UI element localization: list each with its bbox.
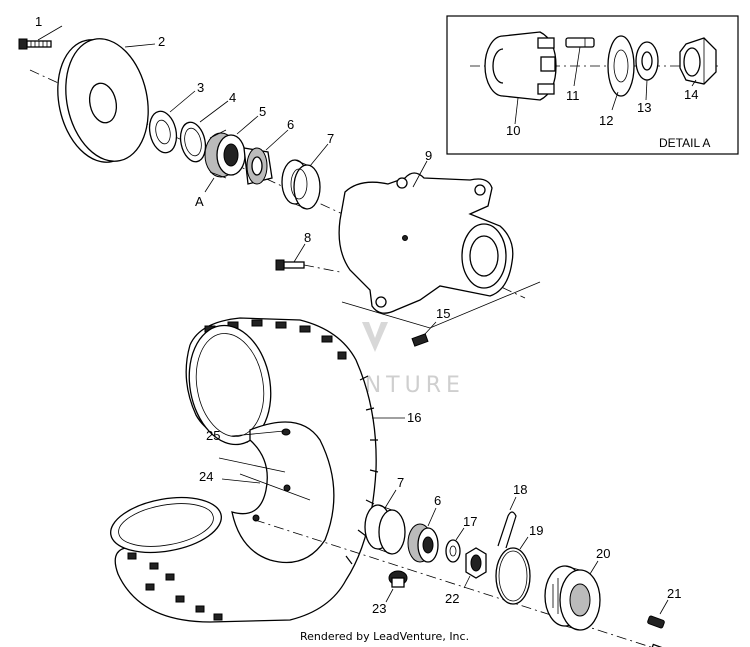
detail-a-title: DETAIL A xyxy=(659,136,710,150)
part-21-screw xyxy=(647,615,665,647)
part-2-brake-disc xyxy=(57,38,149,163)
callout-4: 4 xyxy=(229,90,236,105)
callout-20: 20 xyxy=(596,546,610,561)
callout-25: 25 xyxy=(206,428,220,443)
callout-19: 19 xyxy=(529,523,543,538)
callout-6-lower: 6 xyxy=(434,493,441,508)
part-3-seal xyxy=(148,110,178,154)
part-10-hub xyxy=(484,31,557,101)
axis-lower xyxy=(254,519,652,647)
part-12-disk xyxy=(607,35,635,97)
part-4-ring xyxy=(179,121,207,163)
callout-1: 1 xyxy=(35,14,42,29)
part-19-o-ring xyxy=(495,547,531,605)
part-15-fitting xyxy=(411,333,429,347)
part-1-bolt xyxy=(18,38,52,50)
part-5-hub xyxy=(204,129,246,179)
part-17-washer xyxy=(445,539,461,563)
callout-5: 5 xyxy=(259,104,266,119)
callout-7-upper: 7 xyxy=(327,131,334,146)
part-7-race-upper xyxy=(281,159,321,210)
callout-13: 13 xyxy=(637,100,651,115)
callout-3: 3 xyxy=(197,80,204,95)
callout-10: 10 xyxy=(506,123,520,138)
part-6-bearing-upper xyxy=(243,147,273,185)
part-14-nut xyxy=(679,37,717,85)
part-8-bolt xyxy=(275,259,305,271)
part-6-bearing-lower xyxy=(407,523,439,563)
part-18-cotter-pin xyxy=(497,511,517,549)
callout-7-lower: 7 xyxy=(397,475,404,490)
callout-17: 17 xyxy=(463,514,477,529)
callout-21: 21 xyxy=(667,586,681,601)
callout-14: 14 xyxy=(684,87,698,102)
footer-credit: Rendered by LeadVenture, Inc. xyxy=(300,630,469,643)
part-20-hub-cap xyxy=(544,565,601,631)
wheel-rim-inner-ring xyxy=(110,496,222,554)
part-7-race-lower xyxy=(364,504,406,555)
callout-23: 23 xyxy=(372,601,386,616)
callout-8: 8 xyxy=(304,230,311,245)
callout-15: 15 xyxy=(436,306,450,321)
part-11-pin xyxy=(565,37,595,48)
part-23-valve-stem xyxy=(388,570,408,588)
part-13-spacer xyxy=(635,41,659,81)
callout-12: 12 xyxy=(599,113,613,128)
part-9-spindle xyxy=(338,172,514,314)
part-22-castle-nut xyxy=(465,547,487,579)
callout-2: 2 xyxy=(158,34,165,49)
wheel-hub-face xyxy=(231,421,335,564)
callout-18: 18 xyxy=(513,482,527,497)
wheel-rim-outer-ring xyxy=(188,324,272,446)
callout-A: A xyxy=(195,194,204,209)
callout-22: 22 xyxy=(445,591,459,606)
callout-6-upper: 6 xyxy=(287,117,294,132)
callout-11: 11 xyxy=(566,88,580,103)
callout-16: 16 xyxy=(407,410,421,425)
callout-24: 24 xyxy=(199,469,213,484)
detail-a-inset: 10 11 12 13 14 DETAIL A xyxy=(446,15,739,155)
callout-9: 9 xyxy=(425,148,432,163)
